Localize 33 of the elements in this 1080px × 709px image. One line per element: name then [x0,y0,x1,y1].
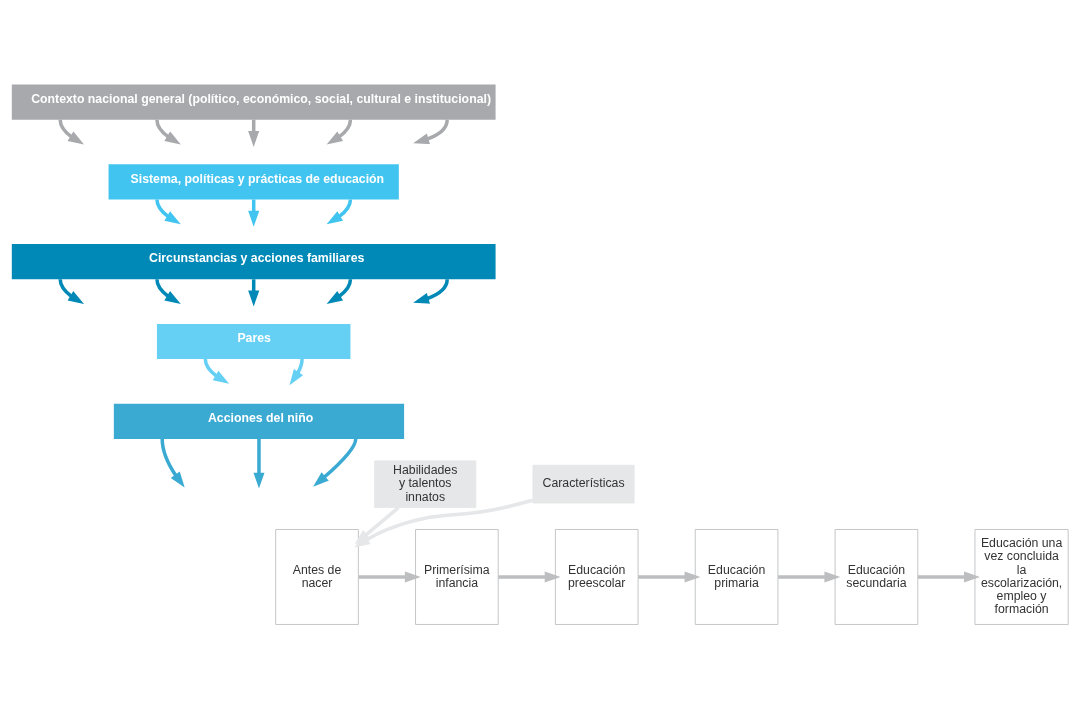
arrow [326,119,353,145]
node-box: Sistema, políticas y prácticas de educación [108,164,399,200]
arrow [253,438,265,489]
arrow [413,119,449,145]
arrow [413,279,449,304]
node-box: Contexto nacional general (político, económico, social, cultural e institucional) [11,84,496,120]
node-box: Antes de nacer [275,529,359,625]
node-box: Circunstancias y acciones familiares [11,244,496,280]
arrow [326,279,353,304]
arrow [155,199,181,225]
arrow [778,571,841,583]
arrow [289,358,304,386]
arrow [203,358,230,384]
arrow [160,438,185,488]
node-box: Educación secundaria [834,529,919,625]
arrow [638,571,701,583]
node-box: Características [532,464,635,504]
arrow [313,438,358,487]
arrow [58,279,85,304]
arrow [155,119,181,145]
arrow [498,571,561,583]
arrow [326,199,353,225]
node-box: Primerísima infancia [415,529,499,625]
arrow [917,571,980,583]
node-box: Educación una vez concluida la escolarización, empleo y formación [974,529,1069,625]
node-box: Educación preescolar [554,529,639,625]
node-box: Habilidades y talentos innatos [374,460,477,508]
arrow [358,571,421,583]
arrow [155,279,181,304]
node-box: Educación primaria [694,529,779,625]
arrow [58,119,85,145]
node-box: Acciones del niño [113,403,405,439]
node-box: Pares [156,323,351,360]
